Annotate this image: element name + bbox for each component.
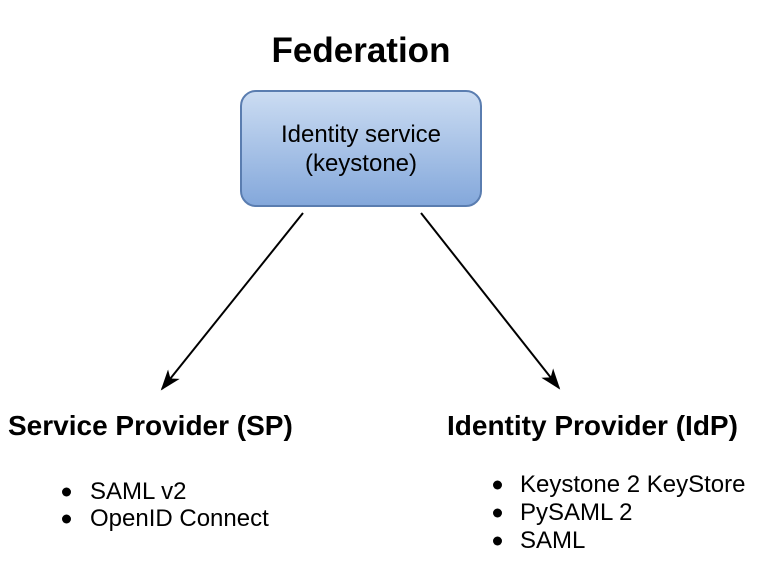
identity-service-node: Identity service (keystone) [240,90,482,207]
list-item: Keystone 2 KeyStore [489,471,745,499]
diagram-title: Federation [271,31,451,70]
list-item: PySAML 2 [489,499,745,527]
service-provider-heading: Service Provider (SP) [8,410,293,441]
arrow-to-identity-provider [420,212,561,390]
node-label-line1: Identity service [280,120,442,148]
node-label-line2: (keystone) [304,149,418,177]
list-item: SAML v2 [58,478,269,505]
list-item: OpenID Connect [58,505,269,532]
identity-provider-heading: Identity Provider (IdP) [447,410,738,441]
arrow-to-service-provider [160,212,304,391]
list-item: SAML [489,527,745,555]
